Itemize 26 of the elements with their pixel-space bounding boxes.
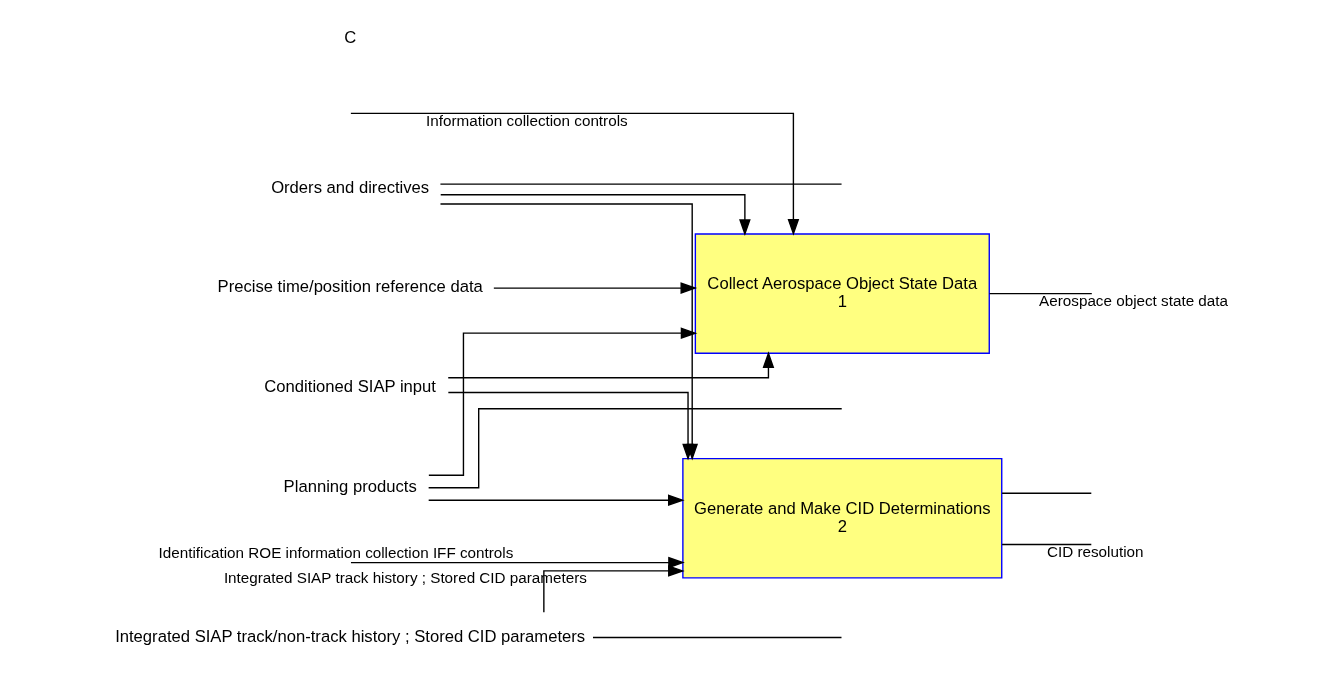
connector — [988, 292, 1092, 295]
arrow — [439, 194, 751, 236]
node-text: Planning products — [283, 477, 417, 497]
arrow — [349, 556, 685, 577]
node-text: Precise time/position reference data — [217, 277, 483, 297]
node-text: Integrated SIAP track/non-track history ; Stored CID parameters — [114, 626, 585, 646]
node-box: Generate and Make CID Determinations 2 — [681, 457, 1002, 579]
edge-label: Identification ROE information collection IFF controls — [158, 544, 513, 562]
arrow — [447, 351, 774, 379]
connector — [1000, 543, 1092, 546]
arrow — [492, 282, 697, 294]
arrow — [447, 391, 694, 461]
edge-label: CID resolution — [1046, 542, 1143, 560]
connector — [439, 183, 842, 185]
edge-label: Aerospace object state data — [1038, 291, 1228, 309]
connector — [1000, 492, 1092, 494]
arrow — [542, 556, 685, 613]
node-text: Orders and directives — [270, 177, 429, 197]
connector — [427, 408, 842, 489]
edge-label: Information collection controls — [425, 111, 628, 129]
connector — [591, 636, 842, 639]
arrow — [349, 112, 799, 236]
node-text: Conditioned SIAP input — [263, 377, 436, 397]
node-box: Collect Aerospace Object State Data 1 — [694, 233, 990, 354]
label: C — [343, 27, 356, 47]
arrow — [427, 494, 685, 507]
